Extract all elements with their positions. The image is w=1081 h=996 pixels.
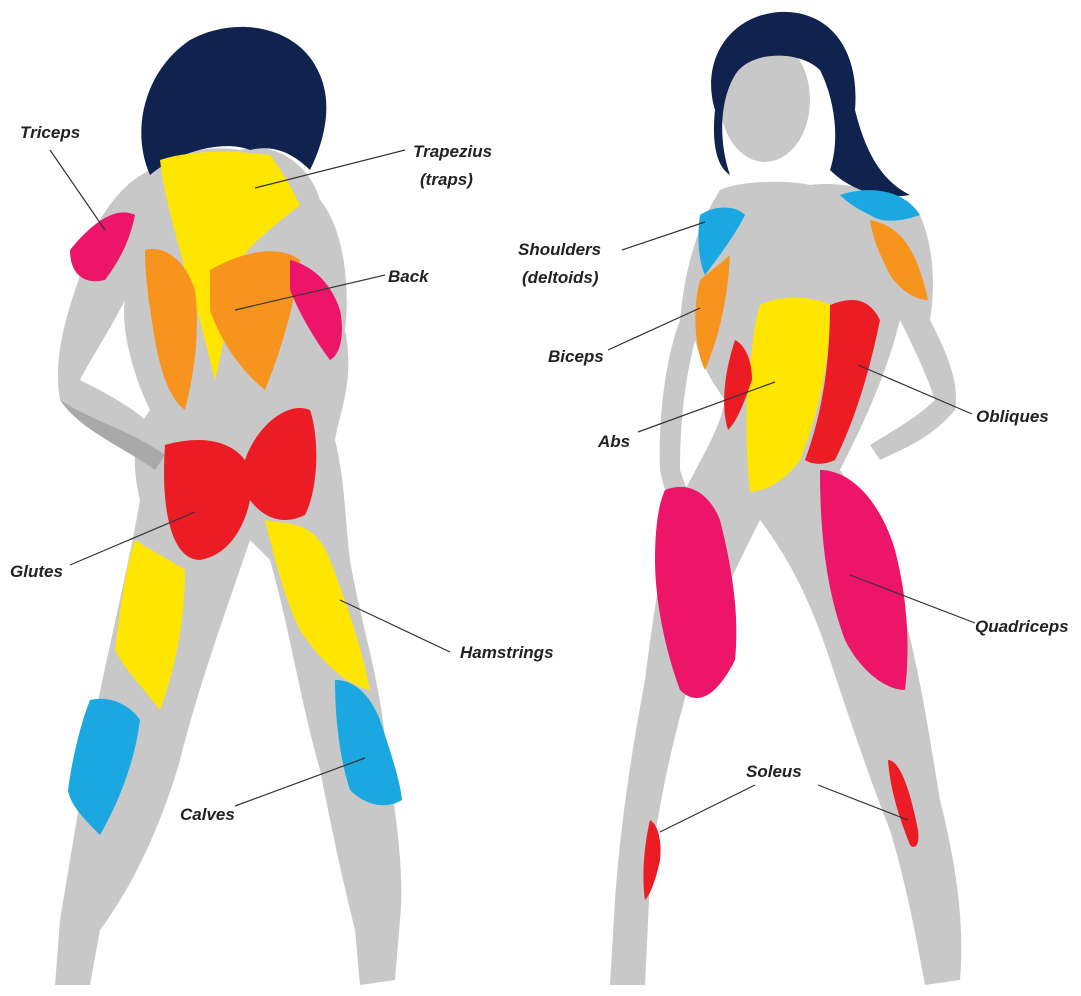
label-obliques: Obliques — [976, 407, 1049, 426]
leader-triceps — [50, 150, 105, 230]
label-hamstrings: Hamstrings — [460, 643, 554, 662]
label-trapezius: Trapezius — [413, 142, 492, 161]
label-abs: Abs — [597, 432, 630, 451]
label-biceps: Biceps — [548, 347, 604, 366]
label-soleus: Soleus — [746, 762, 802, 781]
label-calves: Calves — [180, 805, 235, 824]
leader-soleus-left — [660, 785, 755, 832]
label-glutes: Glutes — [10, 562, 63, 581]
front-view-figure — [610, 12, 961, 985]
label-triceps: Triceps — [20, 123, 80, 142]
label-back: Back — [388, 267, 430, 286]
back-view-figure — [55, 27, 402, 985]
leader-shoulders — [622, 222, 705, 250]
label-shoulders-sub: (deltoids) — [522, 268, 599, 287]
label-trapezius-sub: (traps) — [420, 170, 473, 189]
label-quadriceps: Quadriceps — [975, 617, 1069, 636]
label-shoulders: Shoulders — [518, 240, 601, 259]
